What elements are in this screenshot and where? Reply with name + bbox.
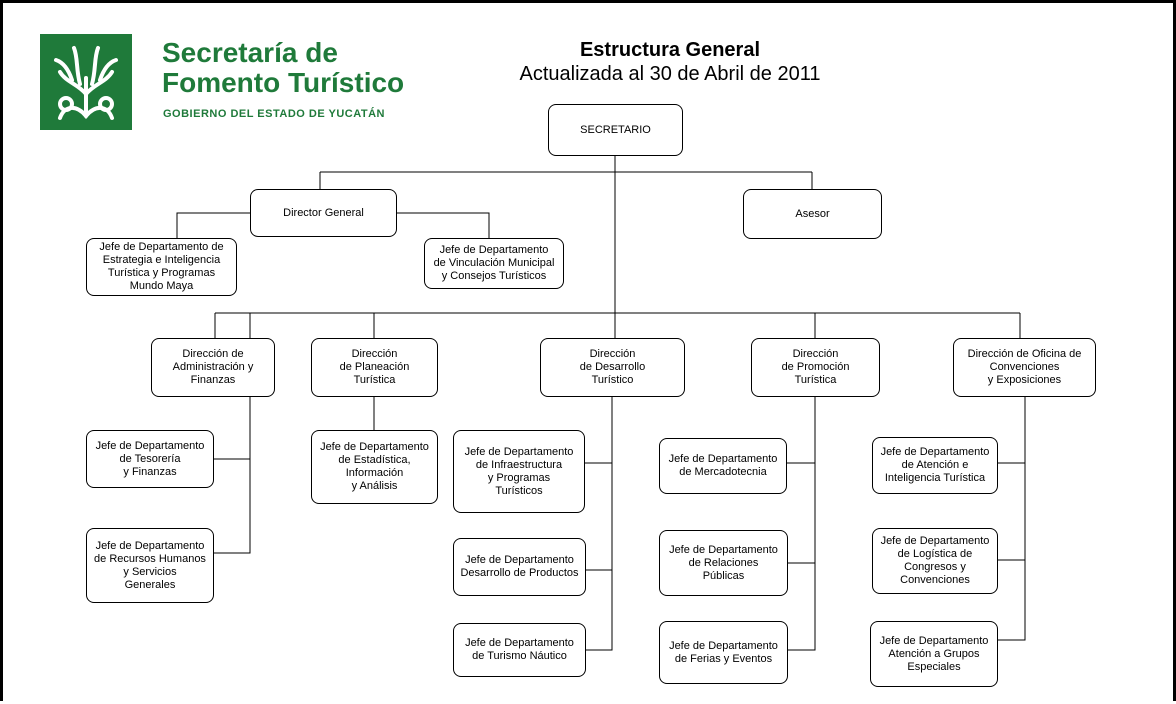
org-name: Secretaría de Fomento Turístico [162,38,404,98]
node-jd-estadistica: Jefe de Departamento de Estadística, Inf… [311,430,438,504]
node-jd-infraestructura: Jefe de Departamento de Infraestructura … [453,430,585,513]
node-jd-nautico: Jefe de Departamento de Turismo Náutico [453,623,586,677]
node-jd-vinculacion: Jefe de Departamento de Vinculación Muni… [424,238,564,289]
gov-label: GOBIERNO DEL ESTADO DE YUCATÁN [163,108,385,120]
org-name-line1: Secretaría de [162,37,338,68]
chart-title: Estructura General [579,39,761,61]
node-secretario: SECRETARIO [548,104,683,156]
node-asesor: Asesor [743,189,882,239]
node-jd-grupos-especiales: Jefe de Departamento Atención a Grupos E… [870,621,998,687]
node-dir-convenciones: Dirección de Oficina de Convenciones y E… [953,338,1096,397]
node-director-general: Director General [250,189,397,237]
node-jd-estrategia: Jefe de Departamento de Estrategia e Int… [86,238,237,296]
node-dir-desarrollo: Dirección de Desarrollo Turístico [540,338,685,397]
node-jd-recursos-humanos: Jefe de Departamento de Recursos Humanos… [86,528,214,603]
org-name-line2: Fomento Turístico [162,67,405,98]
chart-title-block: Estructura General Actualizada al 30 de … [470,38,870,86]
node-dir-planeacion: Dirección de Planeación Turística [311,338,438,397]
node-jd-atencion-inteligencia: Jefe de Departamento de Atención e Intel… [872,437,998,494]
node-jd-logistica: Jefe de Departamento de Logística de Con… [872,528,998,594]
chart-subtitle: Actualizada al 30 de Abril de 2011 [519,63,821,85]
node-dir-administracion: Dirección de Administración y Finanzas [151,338,275,397]
node-jd-relaciones: Jefe de Departamento de Relaciones Públi… [659,530,788,596]
node-jd-tesoreria: Jefe de Departamento de Tesorería y Fina… [86,430,214,488]
node-jd-productos: Jefe de Departamento Desarrollo de Produ… [453,538,586,596]
node-jd-ferias: Jefe de Departamento de Ferias y Eventos [659,621,788,684]
node-dir-promocion: Dirección de Promoción Turística [751,338,880,397]
tree-logo-icon [40,34,132,130]
node-jd-mercadotecnia: Jefe de Departamento de Mercadotecnia [659,438,787,494]
